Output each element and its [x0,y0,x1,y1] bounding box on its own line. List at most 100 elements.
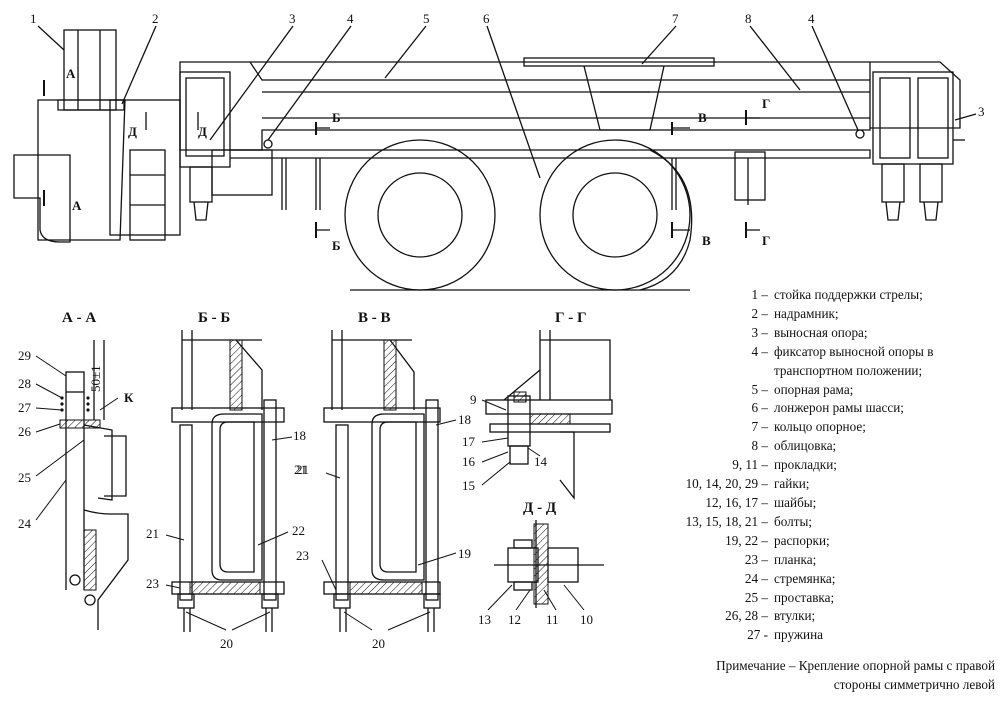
lining [870,61,961,129]
legend-text: прокладки; [774,457,837,473]
legend-text: опорная рама; [774,381,854,397]
cut-g-top: Г [762,96,770,111]
legend-number: 12, 16, 17 – [705,494,768,510]
callout-4: 4 [347,11,354,26]
aa-label-26: 26 [18,424,32,439]
support-frame [179,61,871,151]
aa-dimension: 50±1 [88,365,103,392]
legend-number: 27 - [747,627,768,643]
cut-g-bottom: Г [762,233,770,248]
legend-row: 9, 11 – прокладки; [640,456,990,475]
legend-number: 3 – [751,324,768,340]
section-gg-title: Г - Г [555,310,587,326]
cut-b-top: Б [332,110,341,125]
cut-a-bottom: А [72,198,82,213]
callout-3: 3 [289,11,296,26]
legend-text: распорки; [774,532,830,548]
wheel-front [344,139,496,291]
cut-b-bottom: Б [332,238,341,253]
callout-3b: 3 [978,104,985,119]
legend-number: 4 – [751,343,768,359]
section-dd-title: Д - Д [523,500,557,516]
legend-number: 6 – [751,400,768,416]
legend-row: 2 –надрамник; [640,305,990,324]
gg-label-15: 15 [462,478,475,493]
legend-row: 8 – облицовка; [640,437,990,456]
cut-a-top: А [66,66,76,81]
vv-label-23: 23 [296,548,309,563]
legend-row: 19, 22 –распорки; [640,532,990,551]
legend-text: надрамник; [774,305,839,321]
legend-row: 1 –стойка поддержки стрелы; [640,286,990,305]
callout-1: 1 [30,11,37,26]
legend-text: гайки; [774,476,810,492]
aa-label-28: 28 [18,376,31,391]
section-vv: В - В 18 21 19 23 20 [296,310,471,651]
chassis-longeron [230,149,871,159]
legend-number: 13, 15, 18, 21 – [685,513,768,529]
legend-text: шайбы; [774,494,817,510]
section-dd: Д - Д 13 12 11 10 [478,500,604,627]
main-view [13,25,977,291]
legend-row: 23 – планка; [640,551,990,570]
cut-d-right: Д [198,124,207,139]
main-view-labels: 1 2 3 4 5 6 7 8 4 3 А А Д Д Б Б В В Г Г [30,11,985,253]
legend-number: 8 – [751,438,768,454]
legend-number: 23 – [744,551,768,567]
support-ring [523,57,715,67]
section-gg: Г - Г 9 17 16 15 14 [462,310,613,500]
legend-number: 10, 14, 20, 29 – [685,476,768,492]
section-bb-title: Б - Б [198,310,230,326]
legend-text: втулки; [774,608,816,624]
aa-label-24: 24 [18,516,32,531]
cut-d-left: Д [128,124,137,139]
callout-7: 7 [672,11,679,26]
vv-label-19: 19 [458,546,471,561]
section-vv-title: В - В [358,310,391,326]
legend-text: облицовка; [774,438,837,454]
legend-row: 13, 15, 18, 21 – болты; [640,513,990,532]
note-line-1: Примечание – Крепление опорной рамы с пр… [716,658,995,673]
parts-legend: 1 –стойка поддержки стрелы;2 –надрамник;… [640,286,990,645]
legend-number: 7 – [751,419,768,435]
gg-label-17: 17 [462,434,476,449]
legend-row: 6 – лонжерон рамы шасси; [640,399,990,418]
legend-row: 25 –проставка; [640,589,990,608]
aa-view-k: К [124,390,134,405]
vv-label-21: 21 [296,462,309,477]
gg-label-16: 16 [462,454,476,469]
dd-label-11: 11 [546,612,559,627]
gg-label-9: 9 [470,392,477,407]
legend-text: пружина [774,627,823,643]
bb-label-22: 22 [292,523,305,538]
callout-8: 8 [745,11,752,26]
legend-number [640,362,774,381]
legend-text: болты; [774,513,812,529]
legend-row: 5 –опорная рама; [640,381,990,400]
legend-text: планка; [774,551,817,567]
wheel-rear [539,139,691,291]
callout-6: 6 [483,11,490,26]
legend-row: 24 –стремянка; [640,570,990,589]
bb-label-21b: 21 [146,526,159,541]
outrigger-right [872,71,954,165]
legend-row: 3 – выносная опора; [640,324,990,343]
cab-outline [13,154,71,243]
callout-2: 2 [152,11,159,26]
note: Примечание – Крепление опорной рамы с пр… [665,656,995,694]
legend-text: стойка поддержки стрелы; [774,287,923,302]
aa-label-25: 25 [18,470,31,485]
outrigger-left [179,71,231,168]
legend-row: 27 - пружина [640,626,990,645]
legend-row: 10, 14, 20, 29 – гайки; [640,475,990,494]
legend-text: выносная опора; [774,324,868,340]
legend-text: лонжерон рамы шасси; [774,400,904,416]
legend-text: стремянка; [774,570,836,586]
callout-leaders [37,25,977,179]
bb-label-20: 20 [220,636,233,651]
legend-row: 26, 28 –втулки; [640,607,990,626]
cab-body [37,99,126,241]
legend-number: 9, 11 – [732,457,768,473]
gg-label-14: 14 [534,454,548,469]
